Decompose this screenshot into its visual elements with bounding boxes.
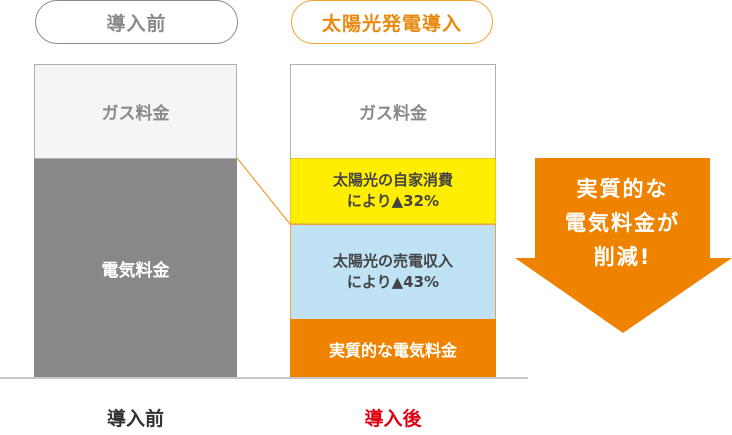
before-header-label: 導入前 xyxy=(106,12,167,35)
before-gas-segment: ガス料金 xyxy=(34,64,237,158)
before-footer-label: 導入前 xyxy=(106,408,164,430)
self-consumption-label: 太陽光の自家消費 により▲32% xyxy=(332,171,453,210)
self-consumption-segment: 太陽光の自家消費 により▲32% xyxy=(290,158,496,224)
effective-electricity-label: 実質的な電気料金 xyxy=(328,340,457,360)
before-gas-label: ガス料金 xyxy=(101,104,170,124)
after-gas-segment: ガス料金 xyxy=(290,64,496,158)
before-electricity-segment: 電気料金 xyxy=(34,158,237,378)
before-electricity-label: 電気料金 xyxy=(101,261,170,281)
after-header-pill: 太陽光発電導入 xyxy=(291,0,493,44)
effective-electricity-segment: 実質的な電気料金 xyxy=(290,319,496,378)
sell-income-label: 太陽光の売電収入 により▲43% xyxy=(332,252,453,291)
before-header-pill: 導入前 xyxy=(35,0,238,44)
baseline xyxy=(0,377,528,379)
sell-income-segment: 太陽光の売電収入 により▲43% xyxy=(290,224,496,319)
after-gas-label: ガス料金 xyxy=(359,104,427,124)
reduction-message: 実質的な 電気料金が 削減! xyxy=(565,177,680,269)
after-footer-label: 導入後 xyxy=(364,408,422,430)
after-header-label: 太陽光発電導入 xyxy=(321,12,462,35)
